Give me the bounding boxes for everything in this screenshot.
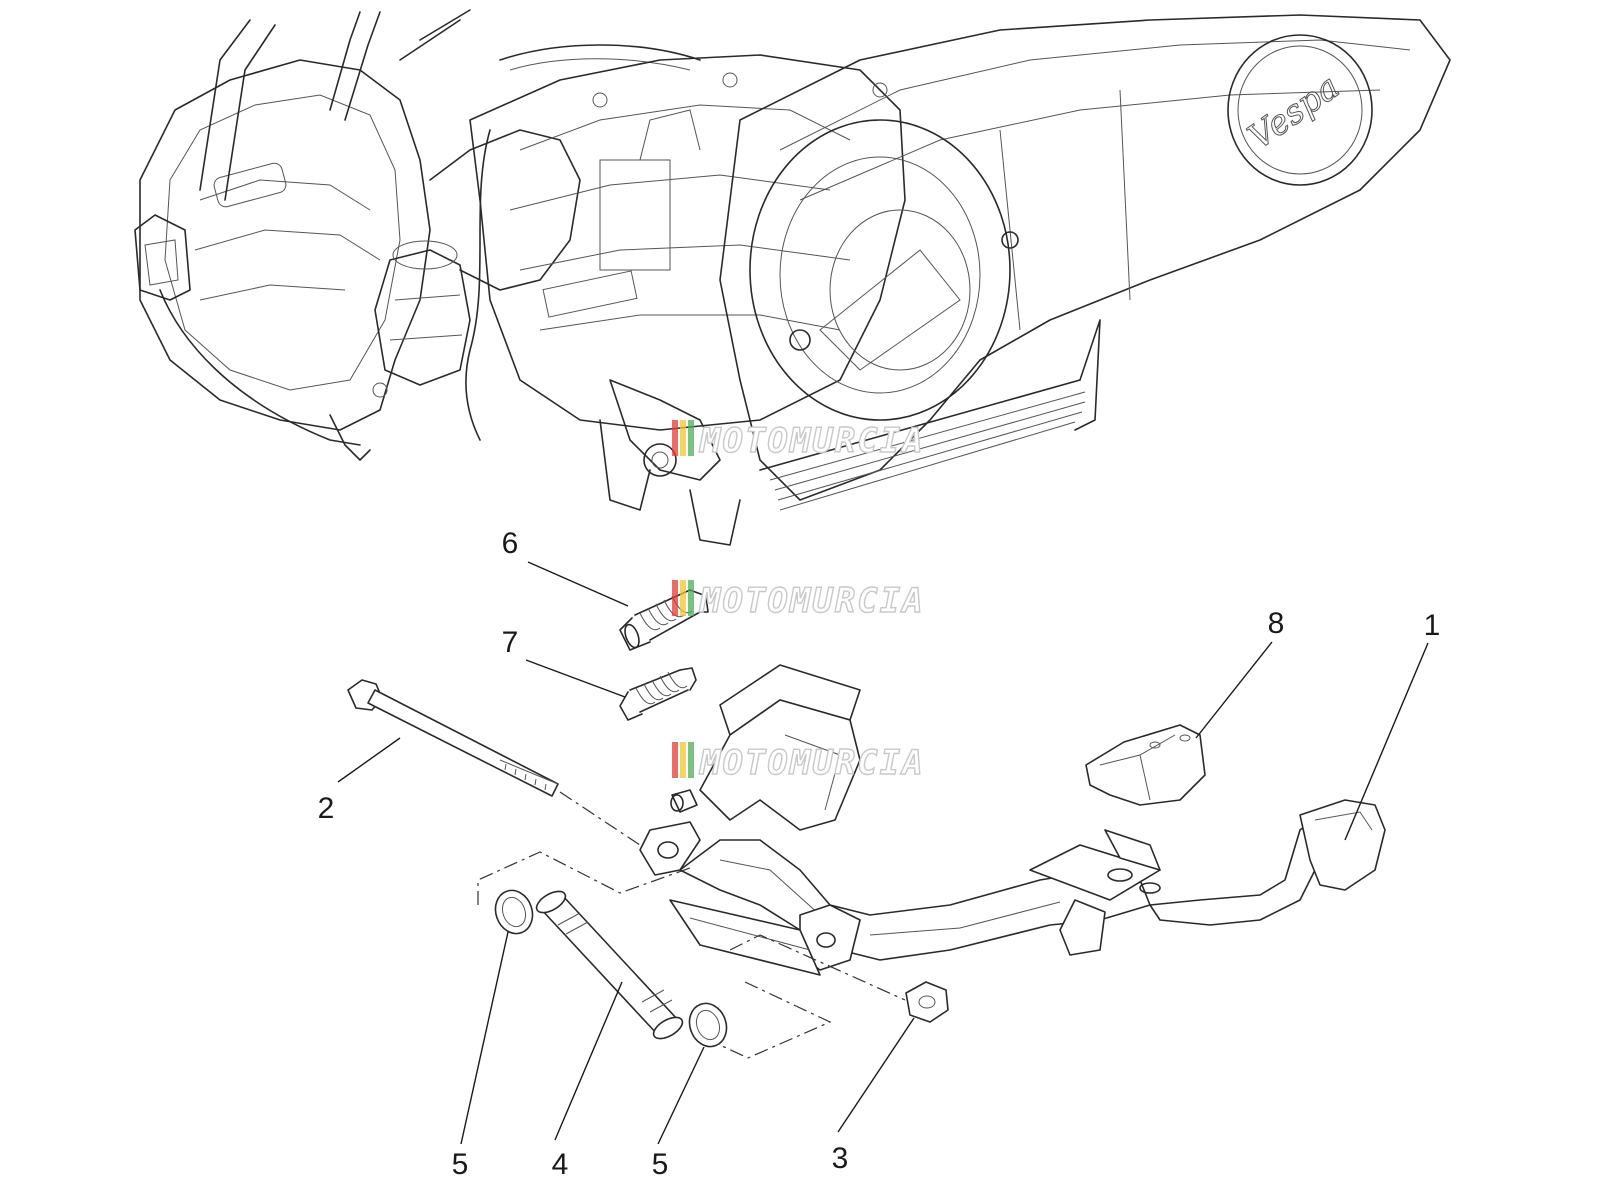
lock-nut (905, 981, 949, 1023)
watermark-text: MOTOMURCIA (699, 581, 925, 621)
watermark-text: MOTOMURCIA (699, 421, 925, 461)
watermark-text: MOTOMURCIA (699, 743, 925, 783)
watermark-1: MOTOMURCIA (672, 420, 925, 462)
watermark-stripe-yellow (680, 742, 686, 778)
rubber-pad (1085, 724, 1206, 806)
callout-2: 2 (318, 792, 335, 825)
watermark-stripe-red (672, 420, 678, 456)
callout-6: 6 (502, 527, 519, 560)
callout-5-right: 5 (652, 1148, 669, 1181)
assembly-lines (477, 791, 906, 1059)
watermark-stripe-yellow (680, 420, 686, 456)
watermark-stripe-red (672, 742, 678, 778)
leader-lines (337, 561, 1429, 1145)
watermark-2: MOTOMURCIA (672, 580, 925, 622)
watermark-stripe-red (672, 580, 678, 616)
engine-assembly: Vespa (134, 9, 1451, 546)
callout-4: 4 (552, 1148, 569, 1181)
watermark-stripe-yellow (680, 580, 686, 616)
callout-5-left: 5 (452, 1148, 469, 1181)
watermark-stripe-green (688, 420, 694, 456)
washer-right (688, 1002, 728, 1048)
callout-7: 7 (502, 626, 519, 659)
watermark-stripe-green (688, 580, 694, 616)
callout-1: 1 (1424, 609, 1441, 642)
callout-labels: 1 2 3 4 5 5 6 7 8 (318, 527, 1441, 1181)
washer-left (494, 889, 534, 935)
spring-upper (619, 589, 709, 651)
spring-lower (619, 667, 697, 721)
engine-brand-logo: Vespa (1241, 67, 1347, 158)
watermark-stripe-green (688, 742, 694, 778)
pivot-bolt (347, 679, 559, 797)
callout-8: 8 (1268, 607, 1285, 640)
watermark-3: MOTOMURCIA (672, 742, 925, 784)
center-stand (639, 664, 1386, 976)
pivot-pin (535, 890, 684, 1040)
callout-3: 3 (832, 1142, 849, 1175)
